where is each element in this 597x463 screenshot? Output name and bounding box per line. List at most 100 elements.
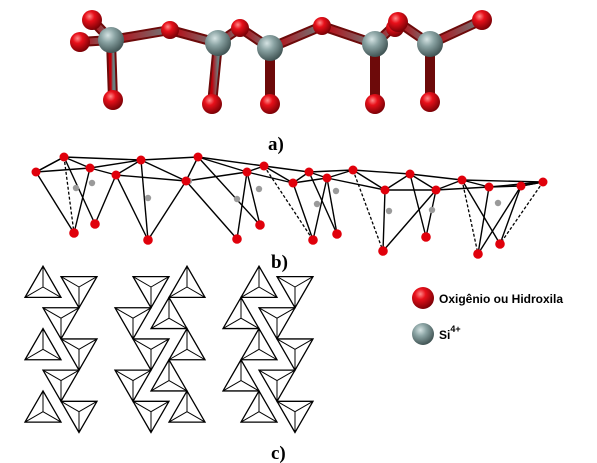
oxygen-atom [473,249,483,259]
tetrahedron-edge [409,173,437,191]
tetrahedron-edge [276,307,296,319]
tetrahedron-edge [150,317,170,330]
tetrahedron-edge [292,177,328,184]
tetrahedron-edge [240,411,260,423]
tetrahedron-outline [131,338,171,372]
silicate-chain-model [70,10,492,114]
tetrahedron-edge [308,171,338,235]
oxygen-atom [181,176,191,186]
oxygen-atom [255,220,265,230]
oxygen-atom [304,167,314,177]
tetrahedron-edge [246,171,294,184]
tetrahedron-outline [257,307,297,341]
panel-label-b: b) [271,252,288,273]
tetrahedron-edge [42,348,62,361]
hexagonal-tetrahedral-network [23,264,315,434]
oxygen-atom [380,185,390,195]
oxygen-atom [232,234,242,244]
silicon-atom [255,185,263,193]
oxygen-atom [431,185,441,195]
tetrahedron-edge [197,156,248,173]
tetrahedron-edge [63,156,96,225]
tetrahedron-edge [435,186,490,191]
tetrahedron-edge [308,169,354,173]
oxygen-atom [31,167,41,177]
silicon-atom [205,30,231,56]
tetrahedron-edge [132,338,152,350]
tetrahedron-edge [258,307,278,319]
tetrahedron-edge [240,348,260,361]
tetrahedron-edge [78,276,98,288]
tetrahedron-edge [132,276,152,288]
tetrahedron-edge [150,338,170,350]
tetrahedron-edge [246,171,261,226]
tetrahedron-edge [132,307,152,319]
tetrahedron-edge [115,159,142,176]
tetrahedron-edge [197,156,265,167]
tetrahedron-edge [150,276,170,288]
silicon-atom [88,179,96,187]
tetrahedron-edge [132,400,152,413]
tetrahedron-edge [186,348,206,361]
tetrahedron-edge [60,307,80,319]
tetrahedron-outline [23,327,63,361]
oxygen-atom [288,178,298,188]
tetrahedron-outline [239,389,279,423]
tetrahedron-outline [113,307,153,341]
oxygen-atom [332,229,342,239]
tetrahedron-edge [60,276,80,288]
tetrahedron-edge [114,369,134,381]
tetrahedron-edge [258,286,278,298]
tetrahedron-outline [149,296,189,330]
tetrahedron-outline [149,358,189,392]
tetrahedron-edge [115,174,187,182]
tetrahedron-edge [114,307,134,319]
oxygen-atom [516,181,526,191]
oxygen-atom [85,163,95,173]
tetrahedron-outline [257,369,297,403]
tetrahedron-outline [59,275,99,310]
tetrahedron-edge [185,180,238,240]
silicon-atom [332,187,340,195]
tetrahedron-edge [132,369,152,381]
tetrahedron-outline [131,400,171,434]
tetrahedron-edge [240,286,260,298]
tetrahedron-edge [150,380,170,392]
silicon-atom-icon [412,323,434,345]
tetrahedron-edge [24,348,44,361]
tetrahedron-edge [60,369,80,381]
tetrahedron-edge [63,156,142,161]
oxygen-atom [495,239,505,249]
tetrahedron-edge [312,177,328,241]
tetrahedron-outline [275,338,315,372]
oxygen-atom [202,94,222,114]
tetrahedron-edge [78,338,98,350]
legend-label-oxygen: Oxigênio ou Hidroxila [439,292,563,306]
tetrahedron-edge [276,338,296,350]
oxygen-atom [308,235,318,245]
silicon-atom [417,31,443,57]
oxygen-atom [59,152,69,162]
tetrahedron-edge [499,185,522,245]
tetrahedron-outline [59,338,99,372]
legend-label-silicon: Si4+ [439,324,461,342]
tetrahedron-edge [488,181,544,188]
tetrahedral-sheet-side-view [31,152,548,259]
silicon-symbol: Si [439,328,450,342]
tetrahedron-edge [35,167,91,173]
tetrahedron-edge [78,400,98,413]
tetrahedron-edge [222,317,242,330]
tetrahedron-edge [168,380,188,392]
silicon-atom [233,195,241,203]
tetrahedron-outline [167,264,207,299]
tetrahedron-edge [425,189,437,238]
tetrahedron-edge [140,156,199,161]
silicon-atom [257,35,283,61]
tetrahedron-edge [24,286,44,298]
tetrahedron-edge [35,156,65,173]
tetrahedron-edge [258,369,278,381]
oxygen-atom [161,21,179,39]
tetrahedron-edge [276,400,296,413]
tetrahedron-edge [435,179,463,191]
